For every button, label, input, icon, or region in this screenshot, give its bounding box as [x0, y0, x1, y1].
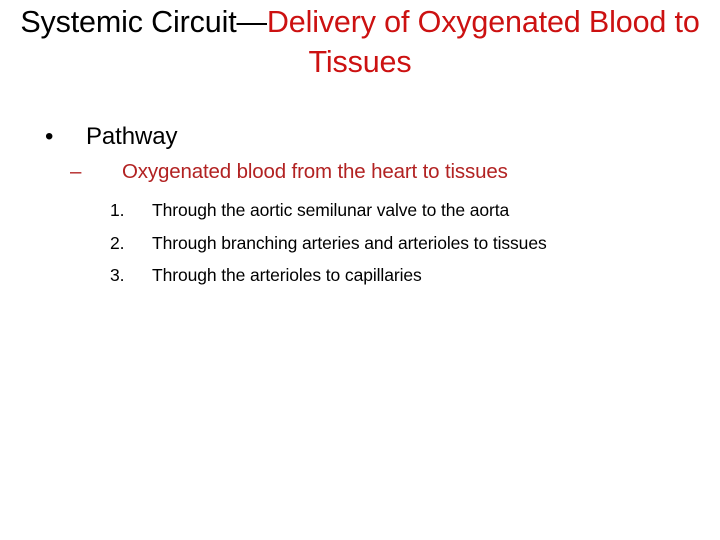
slide-title: Systemic Circuit—Delivery of Oxygenated … — [14, 2, 706, 82]
outline-level2-text: Oxygenated blood from the heart to tissu… — [122, 160, 508, 183]
list-item: 3. Through the arterioles to capillaries — [0, 259, 720, 292]
slide-body: • Pathway – Oxygenated blood from the he… — [0, 122, 720, 292]
list-item-text: Through the aortic semilunar valve to th… — [152, 200, 510, 220]
bullet-marker-icon: • — [45, 123, 54, 150]
outline-level1-item: • Pathway — [0, 122, 720, 152]
outline-level3-list: 1. Through the aortic semilunar valve to… — [0, 194, 720, 292]
list-item: 2. Through branching arteries and arteri… — [0, 227, 720, 260]
list-number-marker: 3. — [110, 265, 125, 285]
list-number-marker: 1. — [110, 200, 125, 220]
list-item-text: Through the arterioles to capillaries — [152, 265, 422, 285]
outline-level2-item: – Oxygenated blood from the heart to tis… — [0, 159, 720, 185]
dash-marker-icon: – — [70, 160, 82, 183]
list-item: 1. Through the aortic semilunar valve to… — [0, 194, 720, 227]
outline-level1-text: Pathway — [86, 123, 178, 150]
title-segment-red: Delivery of Oxygenated Blood to Tissues — [266, 5, 700, 79]
list-item-text: Through branching arteries and arteriole… — [152, 232, 547, 253]
title-segment-black: Systemic Circuit— — [20, 5, 267, 39]
list-number-marker: 2. — [110, 232, 125, 253]
